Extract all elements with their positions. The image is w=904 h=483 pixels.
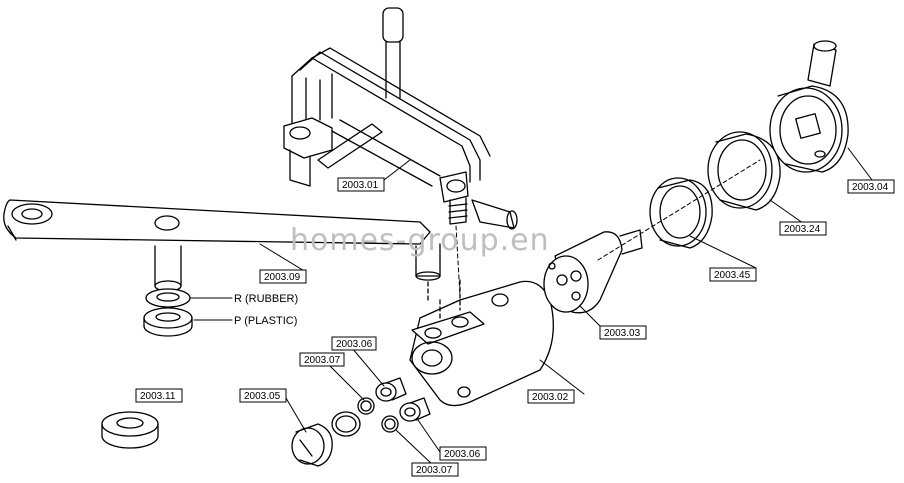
cartridge-part [543, 229, 643, 314]
label-2003-07-bottom: 2003.07 [416, 465, 453, 476]
screw-2003-05-part [291, 423, 333, 467]
o-ring-large-part [331, 411, 361, 437]
rubber-note: R (RUBBER) [234, 293, 298, 305]
label-2003-03: 2003.03 [604, 328, 641, 339]
cap-ring-2003-45-part [649, 177, 713, 249]
label-2003-01: 2003.01 [342, 180, 379, 191]
label-2003-07-top: 2003.07 [304, 355, 341, 366]
label-2003-05: 2003.05 [244, 391, 281, 402]
label-2003-09: 2003.09 [264, 272, 301, 283]
watermark-text: homes-group.en [290, 223, 550, 258]
handle-housing-part [769, 40, 849, 173]
label-2003-06-bottom: 2003.06 [444, 449, 481, 460]
fitting-2003-06-bottom-part [399, 397, 431, 422]
lever-arm-part [3, 199, 441, 301]
label-2003-45: 2003.45 [714, 270, 751, 281]
o-ring-2003-07-top-part [357, 397, 375, 415]
plastic-washer-part [143, 307, 193, 337]
label-2003-02: 2003.02 [532, 392, 569, 403]
fitting-2003-06-top-part [375, 377, 407, 402]
plastic-note: P (PLASTIC) [234, 315, 297, 327]
label-2003-24: 2003.24 [784, 224, 821, 235]
rubber-washer-part [145, 288, 191, 308]
valve-body-part [409, 279, 554, 407]
faucet-spout-part [283, 7, 518, 230]
label-2003-11: 2003.11 [140, 391, 176, 402]
washer-2003-11-part [101, 411, 159, 449]
o-ring-2003-07-bottom-part [381, 415, 399, 433]
ring-2003-24-part [707, 131, 781, 211]
label-2003-04: 2003.04 [852, 182, 889, 193]
label-2003-06-top: 2003.06 [336, 339, 373, 350]
